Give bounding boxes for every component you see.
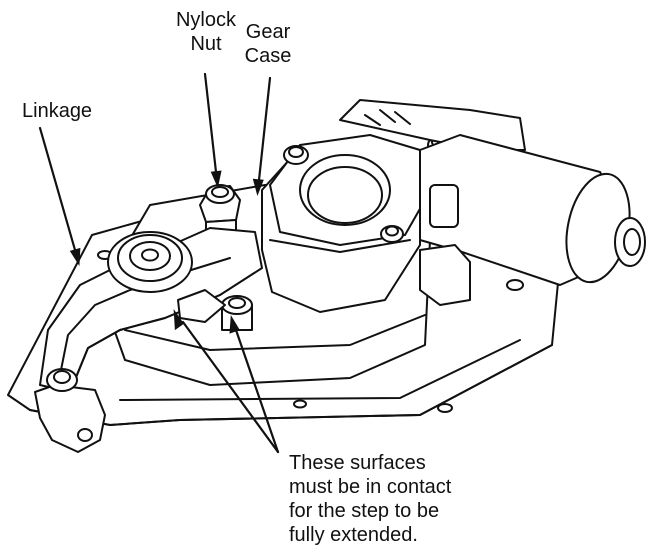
leader-linkage — [38, 126, 77, 252]
leader-surface-1 — [181, 320, 280, 454]
arrowhead-surface-2 — [229, 315, 240, 334]
cover-bolt-top — [283, 145, 309, 165]
contact-note-line-3: for the step to be — [289, 500, 440, 522]
label-linkage: Linkage — [22, 99, 132, 123]
pivot-post — [221, 295, 253, 331]
rear-bracket — [339, 99, 526, 151]
motor-shaft-inner — [623, 228, 641, 256]
base-plate-flange — [119, 339, 521, 401]
rear-bracket-slots — [364, 109, 411, 126]
label-gear-case-line-2: Case — [244, 45, 292, 67]
arrowhead-gear-case — [252, 178, 264, 196]
contact-note: These surfaces must be in contact for th… — [289, 451, 451, 547]
label-nylock-nut-line-1: Nylock — [175, 9, 236, 31]
motor-connector — [429, 184, 459, 228]
cover-bolt-lower — [380, 225, 404, 243]
gear-case-flange — [269, 239, 411, 253]
cover-dome-rim — [307, 166, 383, 224]
crank-stop-tab — [177, 289, 226, 323]
arrowhead-linkage — [69, 247, 81, 266]
arrowhead-surface-1 — [173, 309, 184, 331]
contact-note-line-4: fully extended. — [289, 524, 418, 546]
leader-nylock-nut — [203, 72, 218, 174]
contact-note-line-1: These surfaces — [289, 452, 426, 474]
wiring-connector — [419, 244, 471, 306]
arrowhead-nylock-nut — [210, 170, 222, 188]
clevis-bolt — [46, 368, 78, 392]
label-nylock-nut: Nylock Nut — [163, 8, 249, 56]
leader-surface-2 — [234, 328, 280, 454]
label-linkage-text: Linkage — [22, 100, 93, 122]
leader-gear-case — [257, 76, 272, 182]
label-gear-case: Gear Case — [236, 20, 300, 68]
label-gear-case-line-1: Gear — [245, 21, 291, 43]
crank-hub — [107, 231, 193, 293]
contact-note-line-2: must be in contact — [289, 476, 452, 498]
linkage-clevis — [34, 384, 106, 453]
clevis-hole — [77, 428, 93, 442]
label-nylock-nut-line-2: Nut — [190, 33, 222, 55]
lower-housing-step — [124, 314, 426, 351]
